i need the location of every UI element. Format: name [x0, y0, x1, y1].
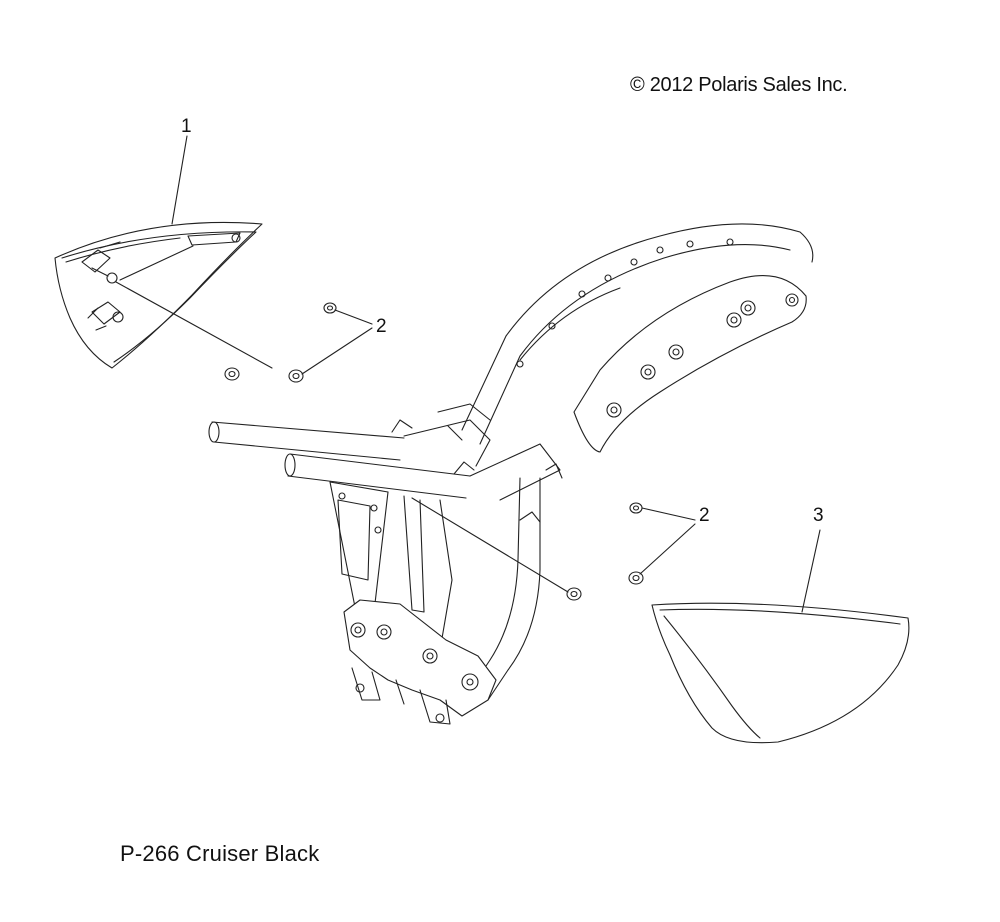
leader-lines — [116, 136, 820, 612]
copyright-notice: © 2012 Polaris Sales Inc. — [630, 74, 848, 96]
grommet-set-lower — [567, 503, 643, 600]
motorcycle-frame — [209, 224, 813, 724]
callout-3: 3 — [813, 505, 824, 526]
callout-2-lower: 2 — [699, 505, 710, 526]
callout-2-upper: 2 — [376, 316, 387, 337]
frame-bolt-holes — [517, 239, 798, 417]
diagram-label: P-266 Cruiser Black — [120, 841, 320, 866]
callout-1: 1 — [181, 116, 192, 137]
side-cover-right — [652, 603, 909, 743]
side-cover-left — [55, 222, 262, 368]
grommet-set-upper — [225, 303, 336, 382]
